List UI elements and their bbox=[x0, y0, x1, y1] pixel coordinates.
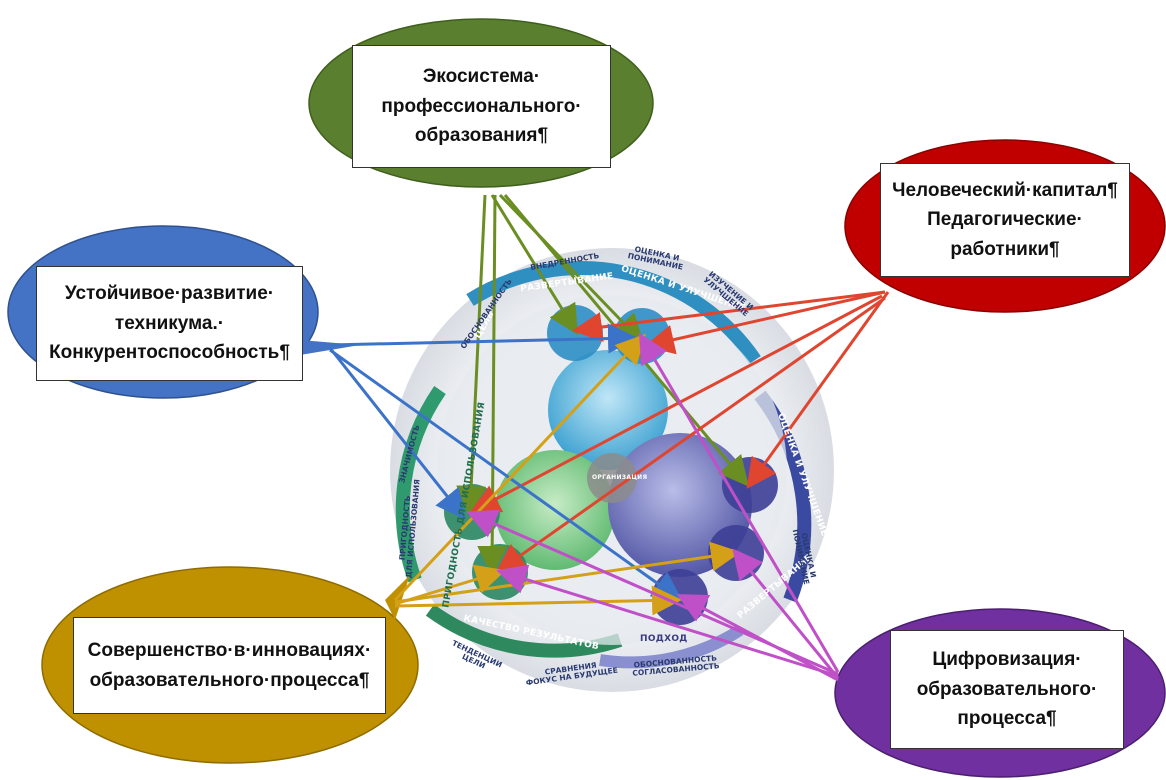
arrow-human-2 bbox=[644, 290, 886, 355]
blue-big-circle bbox=[548, 350, 668, 470]
ring-label-podhod: ПОДХОД bbox=[640, 634, 688, 644]
arrow-digital-5 bbox=[676, 594, 839, 682]
arrow-sustain-3 bbox=[329, 348, 683, 602]
ecosystem-label: Экосистема· профессионального· образован… bbox=[352, 45, 611, 168]
center-core bbox=[587, 453, 637, 503]
arrow-digital-4 bbox=[732, 548, 840, 679]
arrow-human-5 bbox=[495, 296, 886, 574]
blue-node-1 bbox=[547, 305, 603, 361]
arrow-digital-3 bbox=[496, 564, 839, 678]
ring-arc-top bbox=[466, 261, 761, 364]
arrow-layer bbox=[328, 193, 890, 682]
arrow-digital-1 bbox=[638, 332, 840, 673]
arrow-innov-4 bbox=[394, 585, 682, 616]
ring-arc-left bbox=[395, 386, 446, 583]
digital-label: Цифровизация· образовательного· процесса… bbox=[890, 630, 1124, 749]
center-graphic bbox=[390, 248, 834, 692]
arrow-innov-3 bbox=[394, 564, 506, 606]
arrow-sustain-1 bbox=[329, 323, 638, 354]
arrow-ecosystem-1 bbox=[456, 194, 487, 516]
arrow-innov-2 bbox=[394, 541, 741, 604]
sustainable-label: Устойчивое·развитие· техникума.· Конкуре… bbox=[36, 266, 303, 381]
arrow-innov-1 bbox=[393, 333, 647, 602]
ring-arc-bottom bbox=[425, 604, 623, 658]
human-capital-label: Человеческий·капитал¶ Педагогические· ра… bbox=[880, 163, 1130, 277]
arrow-ecosystem-3 bbox=[490, 194, 579, 336]
ring-arc-podhod bbox=[599, 624, 744, 669]
arrow-human-3 bbox=[746, 291, 890, 489]
innovation-label: Совершенство·в·инновациях· образовательн… bbox=[73, 617, 386, 714]
arrow-sustain-2 bbox=[328, 347, 466, 520]
center-core-label: ОРГАНИЗАЦИЯ bbox=[592, 474, 648, 481]
sustainable-ellipse-tail bbox=[300, 340, 360, 355]
